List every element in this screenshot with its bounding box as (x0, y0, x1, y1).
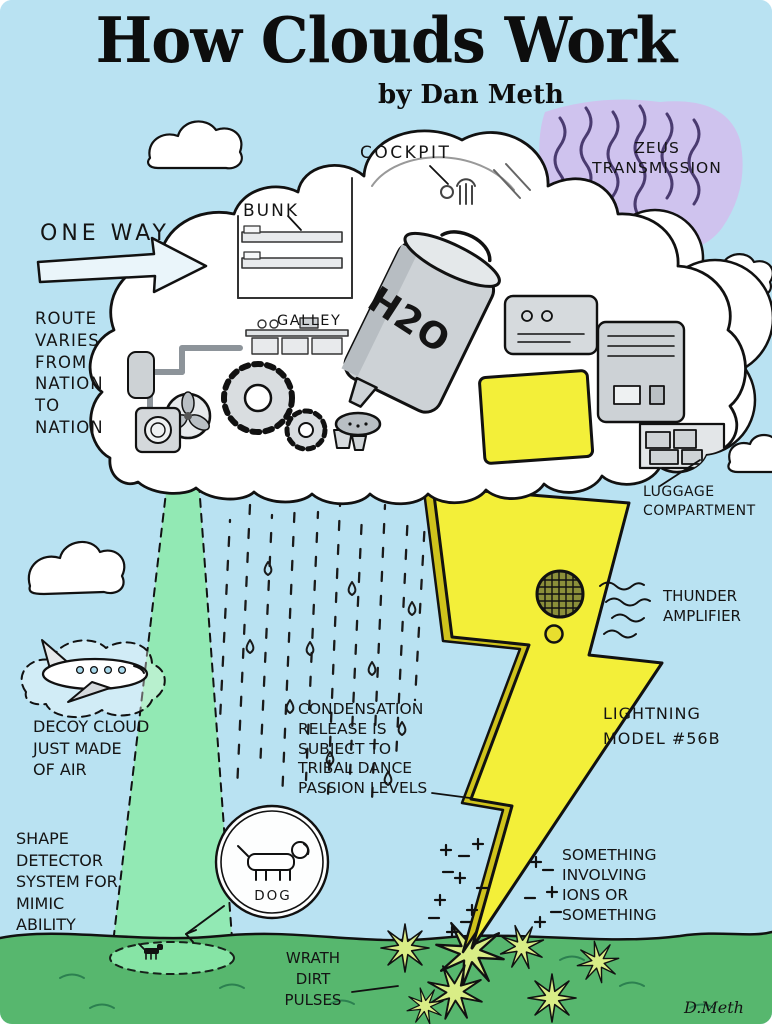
label-cockpit: COCKPIT (360, 143, 452, 163)
small-cloud-top-left (147, 120, 243, 170)
pilot-figure (440, 185, 454, 199)
label-ions: SOMETHING INVOLVING IONS OR SOMETHING (562, 846, 657, 925)
decoy-cloud-airplane (20, 639, 166, 719)
ground (0, 930, 772, 1024)
label-luggage-compartment: LUGGAGE COMPARTMENT (643, 484, 756, 519)
label-wrath-dirt-pulses: WRATH DIRT PULSES (284, 949, 342, 1009)
grass-marks (59, 955, 715, 1009)
cloud-interior (127, 156, 726, 470)
leader-lines (287, 165, 701, 993)
bunk-beds (237, 177, 353, 299)
page-title: How Clouds Work (95, 4, 678, 78)
small-cloud-left (27, 540, 126, 596)
label-bunk: BUNK (243, 201, 299, 221)
thunder-amplifier-speaker (535, 569, 585, 644)
h2o-tank (341, 230, 501, 414)
label-route-varies: ROUTE VARIES FROM NATION TO NATION (35, 309, 104, 437)
label-thunder-amplifier: THUNDER AMPLIFIER (663, 587, 741, 626)
dog-badge (185, 804, 330, 943)
label-decoy-cloud: DECOY CLOUD JUST MADE OF AIR (33, 717, 150, 780)
sprinkler-head (334, 411, 382, 451)
lyre-icon (456, 178, 476, 205)
label-lightning-model: LIGHTNING MODEL #56B (603, 704, 721, 748)
one-way-arrow (36, 236, 208, 294)
airplane-icon (41, 639, 149, 703)
ion-charge-marks (427, 837, 563, 939)
dog-icon (237, 841, 310, 881)
label-condensation: CONDENSATION RELEASE IS SUBJECT TO TRIBA… (298, 700, 428, 798)
label-one-way: ONE WAY (40, 221, 170, 246)
beam-landing-spot (109, 941, 235, 975)
control-consoles (503, 294, 686, 424)
thunder-sound-waves (599, 581, 651, 639)
byline: by Dan Meth (378, 80, 564, 110)
rain (218, 498, 427, 802)
luggage-compartment (638, 422, 726, 470)
label-galley: GALLEY (277, 313, 342, 329)
lightning-bolt (422, 485, 664, 954)
artist-signature: D.Meth (684, 998, 744, 1017)
label-shape-detector: SHAPE DETECTOR SYSTEM FOR MIMIC ABILITY (16, 829, 118, 935)
dog-pointer-arrow (185, 905, 225, 943)
porthole-machine (134, 406, 182, 454)
label-zeus-transmission: ZEUS TRANSMISSION (592, 139, 722, 178)
small-cloud-right-edge (727, 433, 772, 474)
main-cloud (88, 129, 747, 506)
label-dog: DOG (254, 888, 292, 904)
weather-machinery (127, 345, 353, 454)
mimicked-dog (138, 943, 163, 960)
galley-area (245, 317, 349, 355)
lightning-storage (478, 369, 595, 465)
